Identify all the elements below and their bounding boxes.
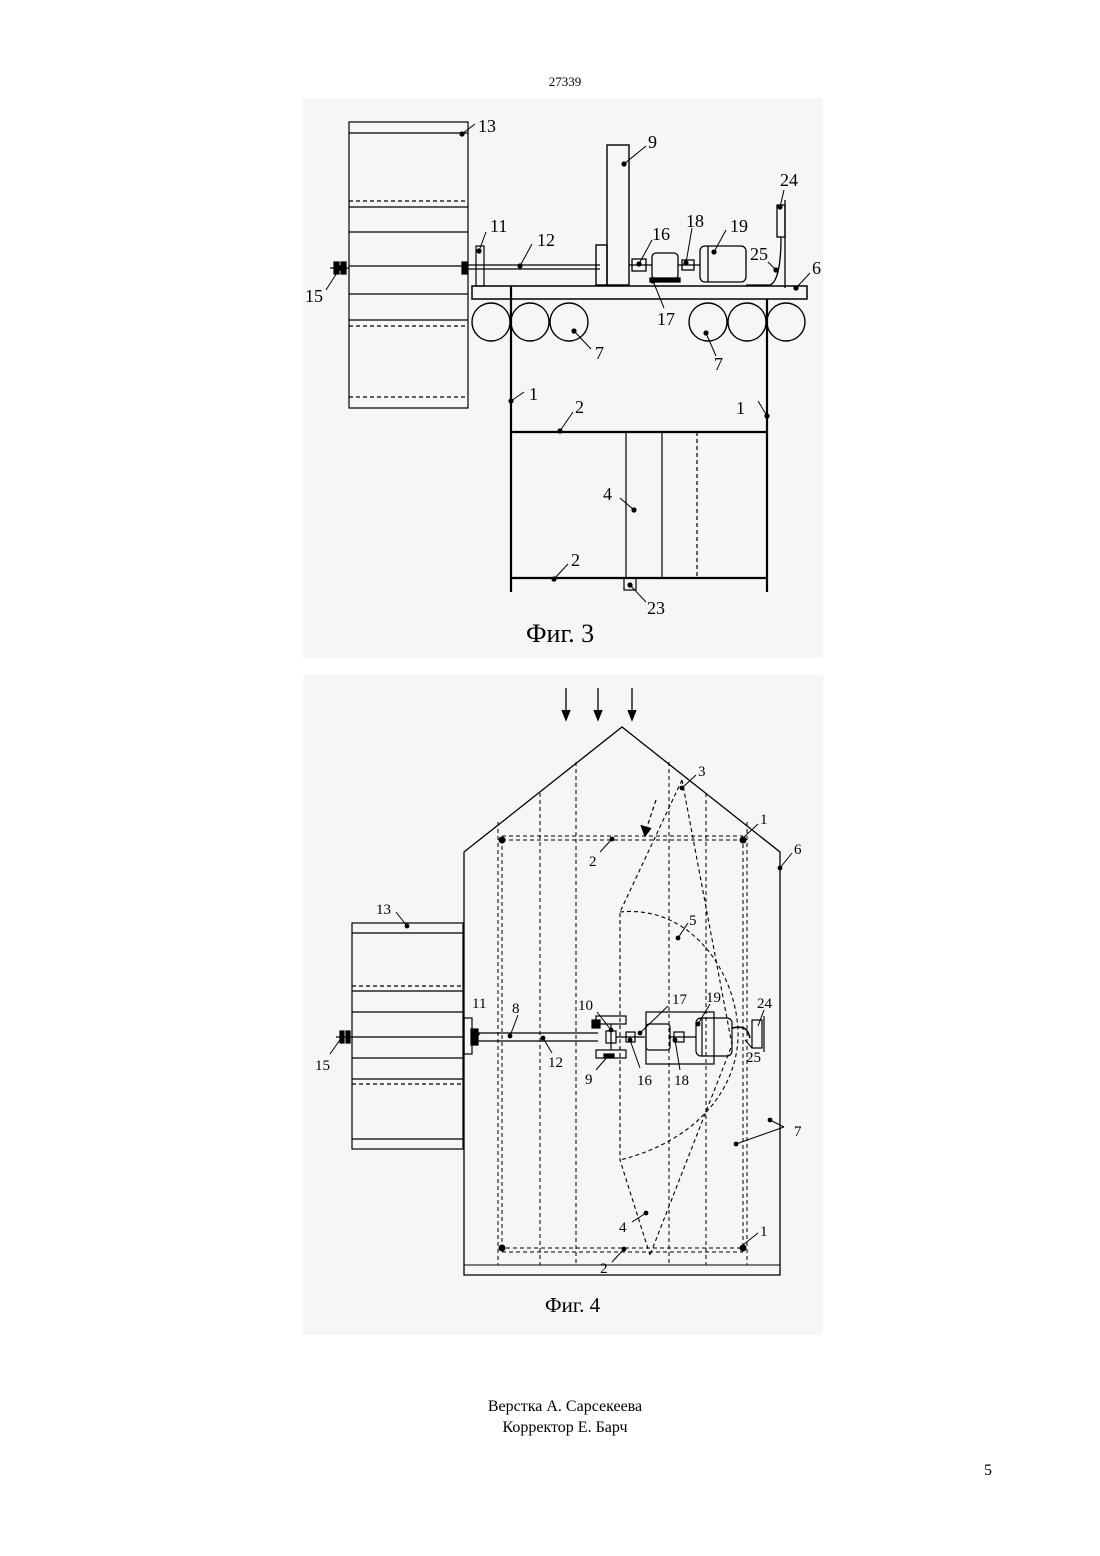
corrector-credit: Корректор Е. Барч [0,1417,1100,1438]
label-9: 9 [648,132,657,152]
shaft-12 [478,1033,598,1041]
patent-number: 27339 [0,74,1100,90]
label-18: 18 [674,1073,689,1089]
leader-lines [326,124,810,602]
label-3: 3 [698,764,706,780]
label-5: 5 [689,913,697,929]
page-number: 5 [984,1462,992,1480]
label-12: 12 [548,1055,563,1071]
label-23: 23 [647,598,665,618]
rotation-arc-5 [620,911,738,1160]
frame-dashed [498,762,747,1265]
label-11: 11 [490,216,507,236]
wind-wheel-13 [349,122,468,408]
label-24: 24 [757,996,773,1012]
wind-arrows [562,688,636,720]
hub-15 [330,262,467,274]
mast-9-10 [592,1016,645,1058]
label-13: 13 [478,116,496,136]
label-17: 17 [672,992,688,1008]
label-12: 12 [537,230,555,250]
label-16: 16 [637,1073,653,1089]
leader-dots [337,131,798,587]
floats-7 [472,303,805,341]
bearing-11 [464,1018,478,1054]
label-25: 25 [746,1050,761,1066]
figure-4: 3 1 6 2 13 5 17 19 24 11 8 10 25 15 12 9… [303,675,823,1335]
footer-credits: Верстка А. Сарсекеева Корректор Е. Барч [0,1396,1100,1438]
corner-posts-1 [499,837,747,1252]
figure-3-drawing: 13 9 24 11 12 16 18 19 25 6 15 17 7 7 1 … [303,98,823,658]
label-25: 25 [750,244,768,264]
label-10: 10 [578,998,593,1014]
fig4-caption: Фиг. 4 [545,1293,601,1317]
label-8: 8 [512,1001,520,1017]
sensor-24 [752,1016,764,1052]
fig3-labels: 13 9 24 11 12 16 18 19 25 6 15 17 7 7 1 … [305,116,821,648]
label-4: 4 [603,484,612,504]
label-6: 6 [794,842,802,858]
label-2b: 2 [600,1261,608,1277]
label-1b: 1 [760,1224,768,1240]
label-19: 19 [730,216,748,236]
label-2a: 2 [575,397,584,417]
label-4: 4 [619,1220,627,1236]
label-9: 9 [585,1072,593,1088]
fig3-caption: Фиг. 3 [526,619,594,648]
figure-3: 13 9 24 11 12 16 18 19 25 6 15 17 7 7 1 … [303,98,823,658]
label-2b: 2 [571,550,580,570]
label-1a: 1 [760,812,768,828]
label-2a: 2 [589,854,597,870]
label-1a: 1 [529,384,538,404]
shaft-12 [468,246,600,286]
layout-credit: Верстка А. Сарсекеева [0,1396,1100,1417]
label-16: 16 [652,224,670,244]
label-18: 18 [686,211,704,231]
label-13: 13 [376,902,391,918]
label-7a: 7 [595,343,604,363]
label-17: 17 [657,309,675,329]
label-11: 11 [472,996,486,1012]
label-1b: 1 [736,398,745,418]
platform-6 [472,286,807,299]
rotation-arrow [641,800,656,836]
label-7: 7 [794,1124,802,1140]
drive-assembly [646,1012,750,1064]
label-15: 15 [315,1058,330,1074]
label-6: 6 [812,258,821,278]
figure-4-drawing: 3 1 6 2 13 5 17 19 24 11 8 10 25 15 12 9… [303,675,823,1335]
label-7b: 7 [714,354,723,374]
wind-wheel-13 [352,923,463,1149]
label-24: 24 [780,170,798,190]
frame-1 [511,286,767,592]
label-19: 19 [706,990,721,1006]
label-15: 15 [305,286,323,306]
